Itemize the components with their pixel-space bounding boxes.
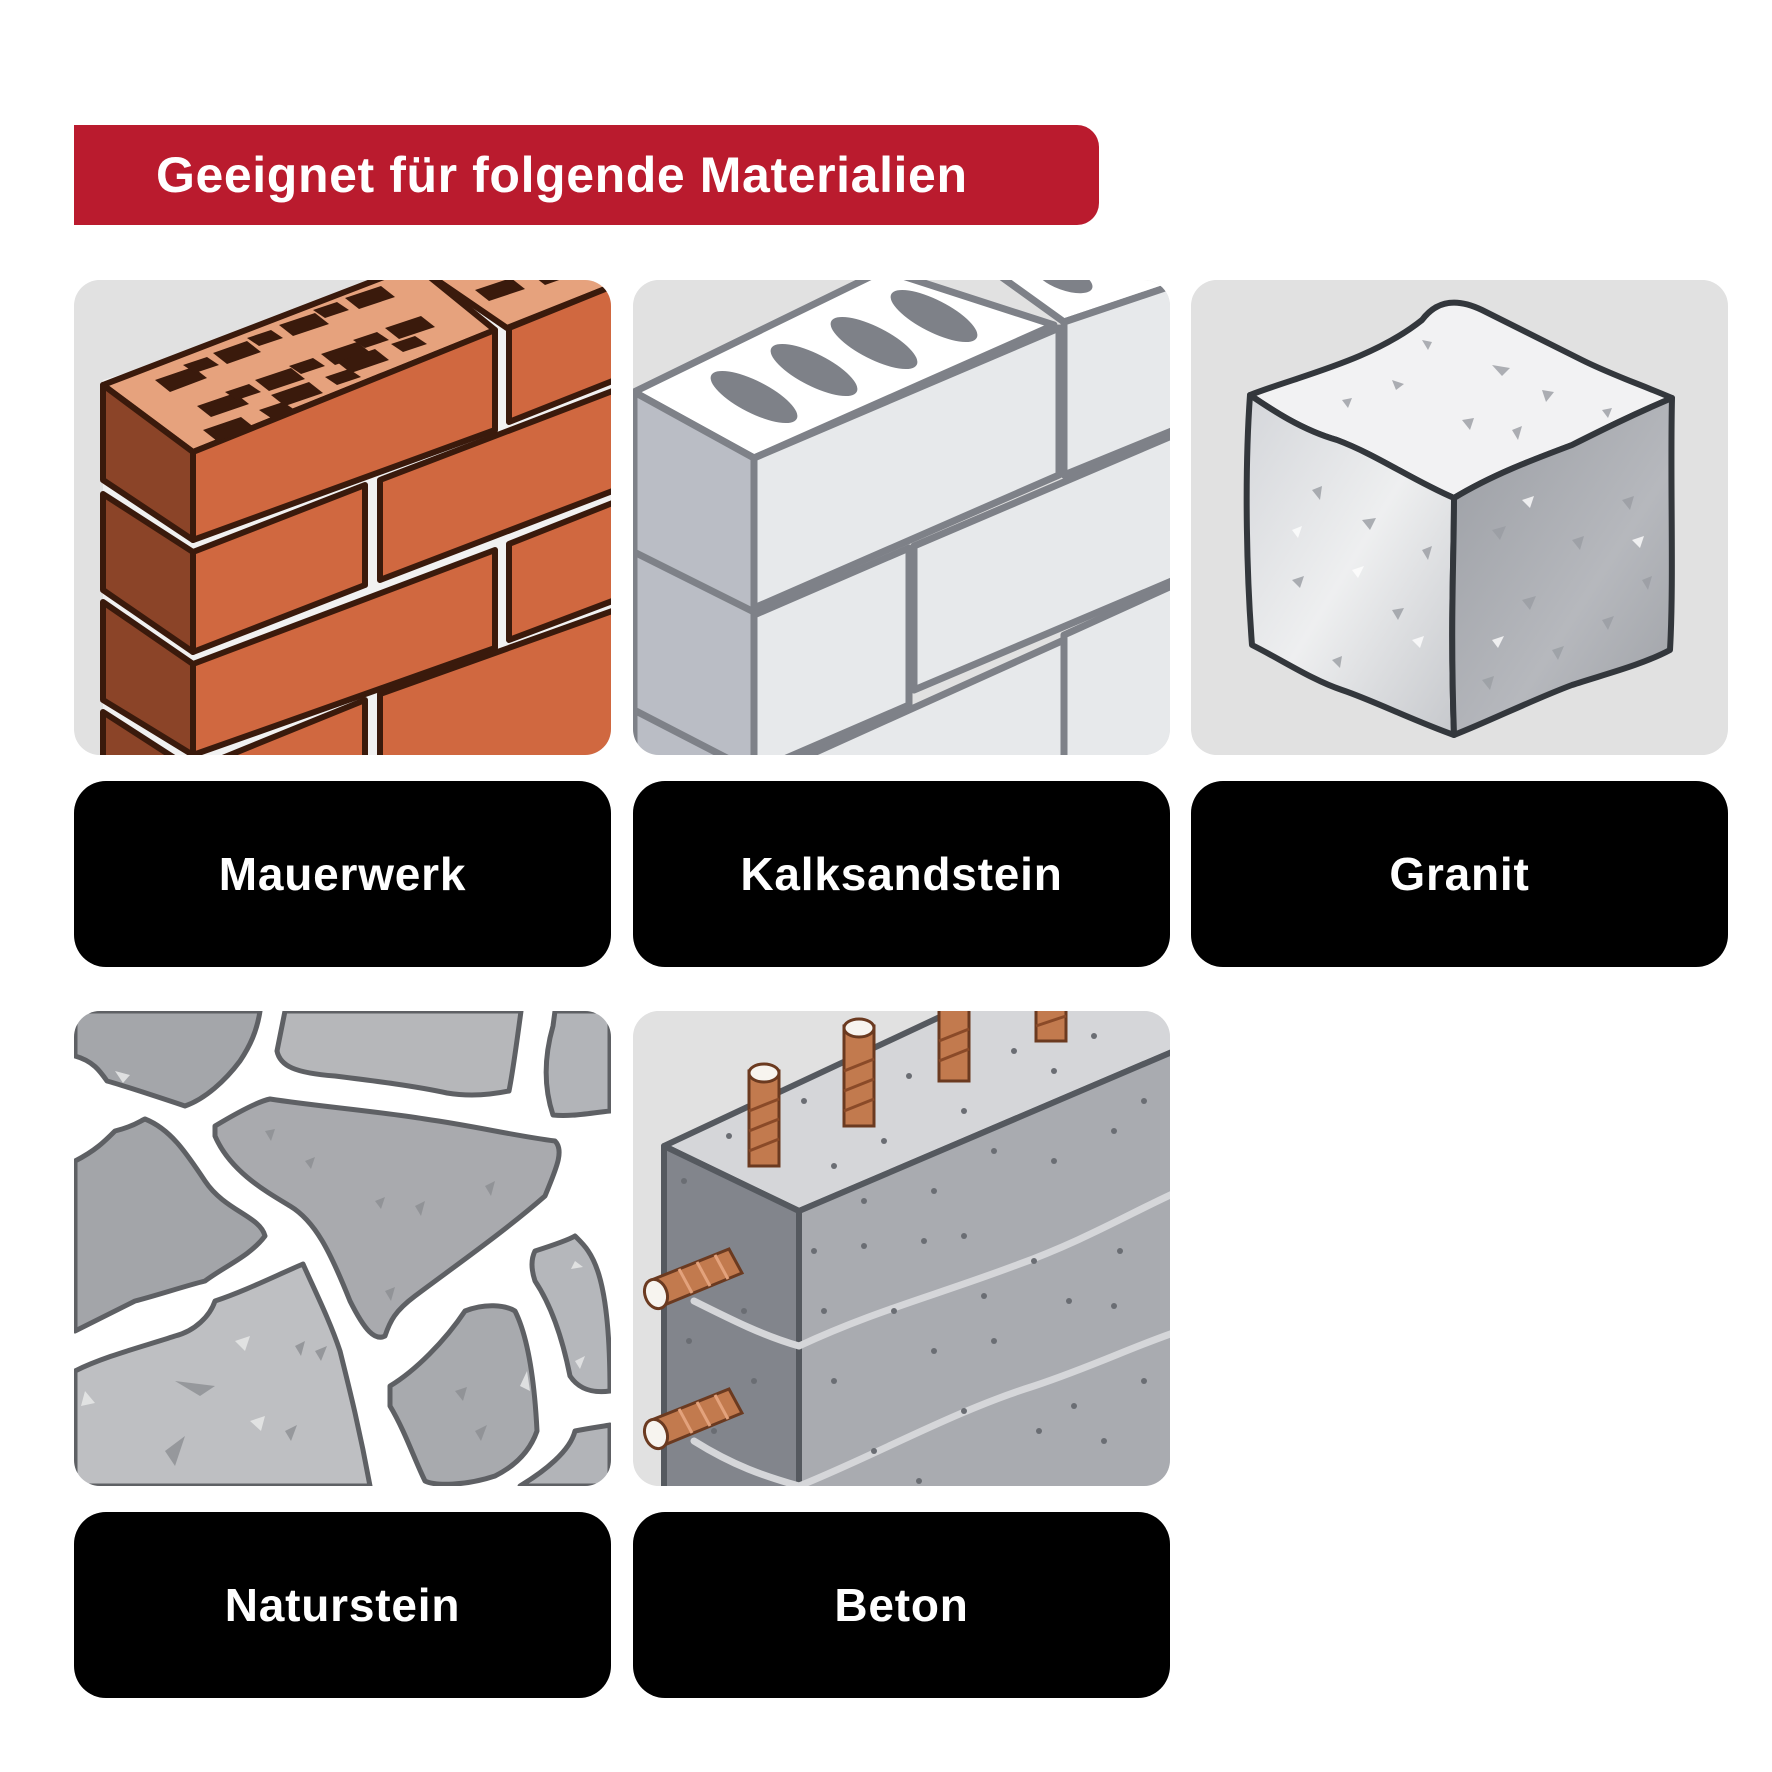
material-card-naturstein: Naturstein	[74, 1011, 611, 1698]
material-label-beton: Beton	[633, 1512, 1170, 1698]
brick-wall-icon	[74, 280, 611, 755]
material-card-beton: Beton	[633, 1011, 1170, 1698]
granite-block-icon	[1191, 280, 1728, 755]
sand-lime-brick-wall-icon	[633, 280, 1170, 755]
material-label-text: Beton	[834, 1579, 969, 1631]
material-label-text: Granit	[1389, 848, 1530, 900]
material-label-text: Naturstein	[224, 1579, 461, 1631]
reinforced-concrete-icon	[633, 1011, 1170, 1486]
header-banner: Geeignet für folgende Materialien	[74, 125, 1099, 225]
natural-stone-paving-icon	[74, 1011, 611, 1486]
material-label-naturstein: Naturstein	[74, 1512, 611, 1698]
material-label-mauerwerk: Mauerwerk	[74, 781, 611, 967]
material-label-kalksandstein: Kalksandstein	[633, 781, 1170, 967]
material-card-kalksandstein: Kalksandstein	[633, 280, 1170, 967]
material-label-granit: Granit	[1191, 781, 1728, 967]
material-card-mauerwerk: Mauerwerk	[74, 280, 611, 967]
material-label-text: Mauerwerk	[218, 848, 467, 900]
material-label-text: Kalksandstein	[740, 848, 1063, 900]
page-title: Geeignet für folgende Materialien	[156, 147, 968, 203]
material-card-granit: Granit	[1191, 280, 1728, 967]
